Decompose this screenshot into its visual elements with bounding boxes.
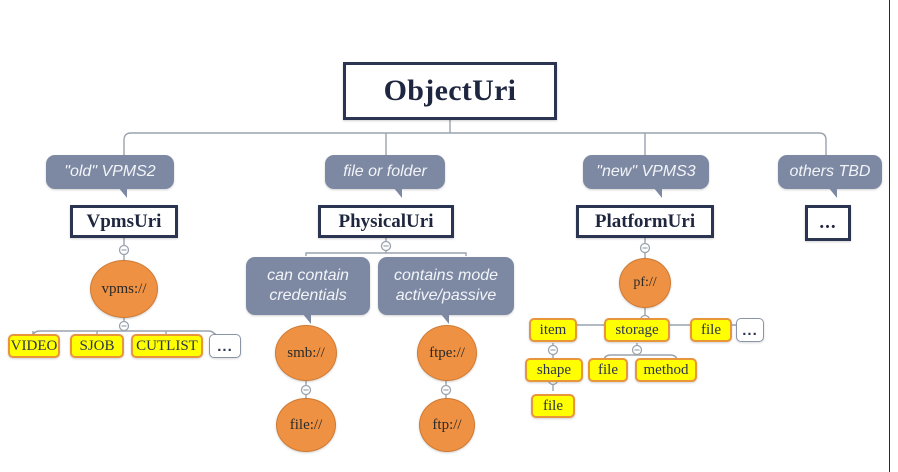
callout-credentials-line2: credentials [269,287,347,304]
scheme-ellipse-ftpe[interactable]: ftpe:// [417,325,477,381]
class-box-platformuri-label: PlatformUri [594,210,696,232]
collapse-node-vpmsuri [118,244,130,256]
leaf-pf-more-label: ... [742,321,758,339]
leaf-video[interactable]: VIDEO [8,334,60,358]
scheme-ellipse-file[interactable]: file:// [276,398,336,452]
collapse-node-ftpe [440,384,452,396]
collapse-node-platformuri [639,242,651,254]
class-box-others-label: ... [819,212,837,233]
leaf-storage-label: storage [615,321,659,338]
collapse-node-item [547,344,559,356]
callout-tail-icon [302,313,311,324]
callout-tail-icon [118,187,127,198]
scheme-ellipse-ftp[interactable]: ftp:// [419,398,475,452]
scheme-ellipse-ftp-label: ftp:// [432,416,462,433]
callout-new-vpms3[interactable]: "new" VPMS3 [583,155,709,198]
class-box-platformuri[interactable]: PlatformUri [576,205,714,238]
leaf-method-label: method [643,361,689,378]
scheme-ellipse-ftpe-label: ftpe:// [429,344,465,361]
class-box-physicaluri-label: PhysicalUri [338,210,434,232]
leaf-file-pf-label: file [701,321,721,338]
callout-tail-icon [440,313,449,324]
leaf-item-label: item [539,321,567,338]
callout-new-vpms3-label: "new" VPMS3 [596,163,696,180]
callout-mode-line1: contains mode [393,267,499,284]
leaf-shape-label: shape [536,361,572,378]
callout-file-or-folder-label: file or folder [343,163,427,180]
leaf-vpms-more-label: ... [217,337,233,355]
collapse-node-storage [631,344,643,356]
leaf-file-storage[interactable]: file [588,358,628,382]
leaf-video-label: VIDEO [10,337,58,354]
leaf-cutlist[interactable]: CUTLIST [131,334,203,358]
callout-file-or-folder[interactable]: file or folder [325,155,445,198]
class-box-vpmsuri[interactable]: VpmsUri [70,205,178,238]
collapse-node-vpms [118,320,130,332]
scheme-ellipse-file-label: file:// [289,416,323,433]
class-box-others[interactable]: ... [805,205,851,241]
leaf-vpms-more[interactable]: ... [209,334,241,358]
callout-can-contain-credentials[interactable]: can contain credentials [246,257,370,324]
leaf-cutlist-label: CUTLIST [136,337,198,354]
leaf-sjob-label: SJOB [79,337,115,354]
callout-others-tbd[interactable]: others TBD [778,155,882,198]
leaf-file-shape[interactable]: file [531,394,575,418]
wire-physical-note-bus [305,252,467,256]
panel-right-edge [889,0,890,472]
scheme-ellipse-smb-label: smb:// [287,344,325,361]
callout-old-vpms2[interactable]: "old" VPMS2 [46,155,174,198]
leaf-storage[interactable]: storage [604,318,670,342]
leaf-file-shape-label: file [543,397,563,414]
callout-others-tbd-label: others TBD [789,163,871,180]
leaf-shape[interactable]: shape [525,358,583,382]
class-box-physicaluri[interactable]: PhysicalUri [318,205,454,238]
root-class-label: ObjectUri [383,74,517,107]
scheme-ellipse-vpms[interactable]: vpms:// [90,260,158,318]
scheme-ellipse-pf[interactable]: pf:// [619,258,671,308]
leaf-item[interactable]: item [529,318,577,342]
callout-tail-icon [653,187,662,198]
root-class-box[interactable]: ObjectUri [343,62,557,120]
leaf-method[interactable]: method [635,358,697,382]
callout-tail-icon [828,187,837,198]
callout-credentials-line1: can contain [267,267,349,284]
leaf-file-storage-label: file [598,361,618,378]
wire-root-bus [123,132,827,157]
scheme-ellipse-vpms-label: vpms:// [101,280,147,297]
leaf-pf-more[interactable]: ... [736,318,764,342]
collapse-node-smb [300,384,312,396]
callout-old-vpms2-label: "old" VPMS2 [64,163,156,180]
leaf-file-pf[interactable]: file [690,318,732,342]
callout-tail-icon [393,187,402,198]
scheme-ellipse-pf-label: pf:// [633,275,657,290]
collapse-node-physicaluri [380,240,392,252]
leaf-sjob[interactable]: SJOB [70,334,124,358]
scheme-ellipse-smb[interactable]: smb:// [275,325,337,381]
callout-mode-line2: active/passive [395,287,497,304]
callout-contains-mode[interactable]: contains mode active/passive [378,257,514,324]
class-box-vpmsuri-label: VpmsUri [86,210,162,232]
